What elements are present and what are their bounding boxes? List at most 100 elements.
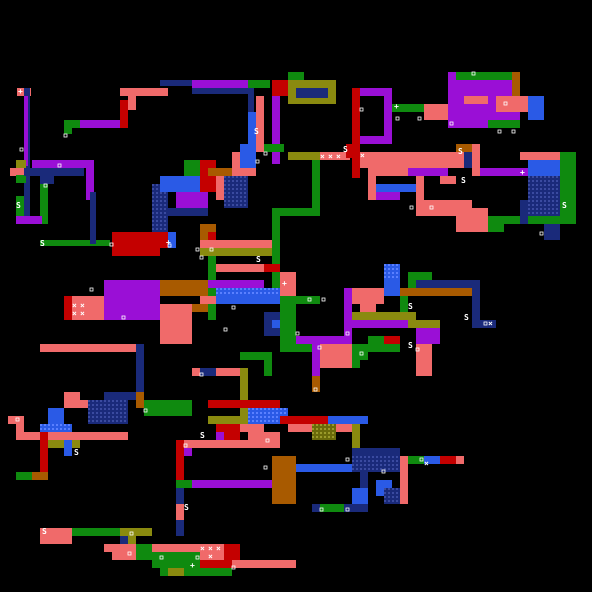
door-icon xyxy=(295,331,300,336)
door-icon xyxy=(359,351,364,356)
door-icon xyxy=(57,163,62,168)
room-blue xyxy=(528,96,544,120)
room-navy xyxy=(544,224,560,240)
room-green xyxy=(64,120,72,134)
room-green xyxy=(160,400,192,408)
room-url(#hatch-navy) xyxy=(528,176,560,216)
room-green xyxy=(136,544,152,560)
item-icon: + xyxy=(520,168,525,177)
room-green xyxy=(184,568,232,576)
room-purple xyxy=(80,120,120,128)
room-orange xyxy=(512,72,520,96)
room-purple xyxy=(192,480,272,488)
room-pink xyxy=(240,424,264,432)
room-pink xyxy=(200,296,224,304)
room-blue xyxy=(64,432,72,456)
room-pink xyxy=(320,152,350,160)
room-red xyxy=(120,100,128,128)
door-icon xyxy=(43,183,48,188)
save-point-icon: S xyxy=(562,201,567,210)
door-icon xyxy=(199,255,204,260)
door-icon xyxy=(313,387,318,392)
room-pink xyxy=(360,296,376,312)
door-icon xyxy=(539,231,544,236)
room-url(#hatch-blue) xyxy=(40,424,72,432)
room-purple xyxy=(86,160,94,200)
room-olive xyxy=(352,424,360,448)
save-point-icon: S xyxy=(200,431,205,440)
room-purple xyxy=(384,88,392,144)
door-icon xyxy=(503,101,508,106)
room-green xyxy=(272,208,280,296)
room-green xyxy=(16,196,24,224)
room-pink xyxy=(496,96,528,112)
room-navy xyxy=(200,368,216,376)
room-purple xyxy=(344,288,352,344)
room-olive xyxy=(16,160,26,168)
room-purple xyxy=(192,80,248,88)
room-url(#hatch-navy) xyxy=(152,184,168,240)
door-icon xyxy=(381,469,386,474)
room-pink xyxy=(368,176,376,200)
door-icon xyxy=(417,116,422,121)
room-pink xyxy=(64,400,104,408)
room-purple xyxy=(176,192,208,208)
room-pink xyxy=(120,88,168,96)
room-green xyxy=(352,360,360,368)
room-pink xyxy=(456,456,464,464)
room-purple xyxy=(312,344,320,384)
room-green xyxy=(64,120,94,128)
door-icon xyxy=(345,507,350,512)
room-pink xyxy=(88,296,104,304)
boss-icon: × xyxy=(72,301,77,310)
room-green xyxy=(488,216,504,232)
room-url(#hatch-navy) xyxy=(384,488,400,504)
room-purple xyxy=(208,280,264,288)
room-navy xyxy=(160,80,192,86)
room-green xyxy=(400,296,408,312)
door-icon xyxy=(109,242,114,247)
room-pink xyxy=(16,432,104,440)
room-url(#hatch-blue) xyxy=(384,264,400,280)
room-pink xyxy=(184,440,280,448)
room-purple xyxy=(352,320,408,328)
room-blue xyxy=(352,488,368,504)
room-blue xyxy=(376,184,416,192)
boss-icon: × xyxy=(80,309,85,318)
room-pink xyxy=(16,416,24,440)
room-purple xyxy=(16,216,42,224)
room-pink xyxy=(360,152,480,168)
room-url(#hatch-blue) xyxy=(216,288,280,296)
door-icon xyxy=(483,321,488,326)
room-blue xyxy=(240,144,256,168)
room-orange xyxy=(456,144,472,152)
item-icon: + xyxy=(394,102,399,111)
boss-icon: × xyxy=(336,152,341,161)
room-purple xyxy=(296,336,344,344)
room-pink xyxy=(232,560,296,568)
room-navy xyxy=(360,472,368,496)
door-icon xyxy=(317,345,322,350)
room-pink xyxy=(440,176,456,184)
save-point-icon: S xyxy=(256,255,261,264)
room-pink xyxy=(152,544,200,552)
door-icon xyxy=(359,107,364,112)
door-icon xyxy=(419,457,424,462)
door-icon xyxy=(321,297,326,302)
save-point-icon: S xyxy=(408,341,413,350)
door-icon xyxy=(129,531,134,536)
room-pink xyxy=(8,416,16,424)
room-pink xyxy=(176,504,184,520)
room-green xyxy=(264,352,272,376)
room-pink xyxy=(456,208,488,232)
room-orange xyxy=(312,376,320,392)
room-green xyxy=(504,216,560,224)
room-blue xyxy=(328,416,368,424)
room-orange xyxy=(272,456,296,504)
room-purple xyxy=(216,432,224,440)
room-orange xyxy=(192,304,208,312)
room-pink xyxy=(400,456,408,504)
room-green xyxy=(456,72,516,80)
